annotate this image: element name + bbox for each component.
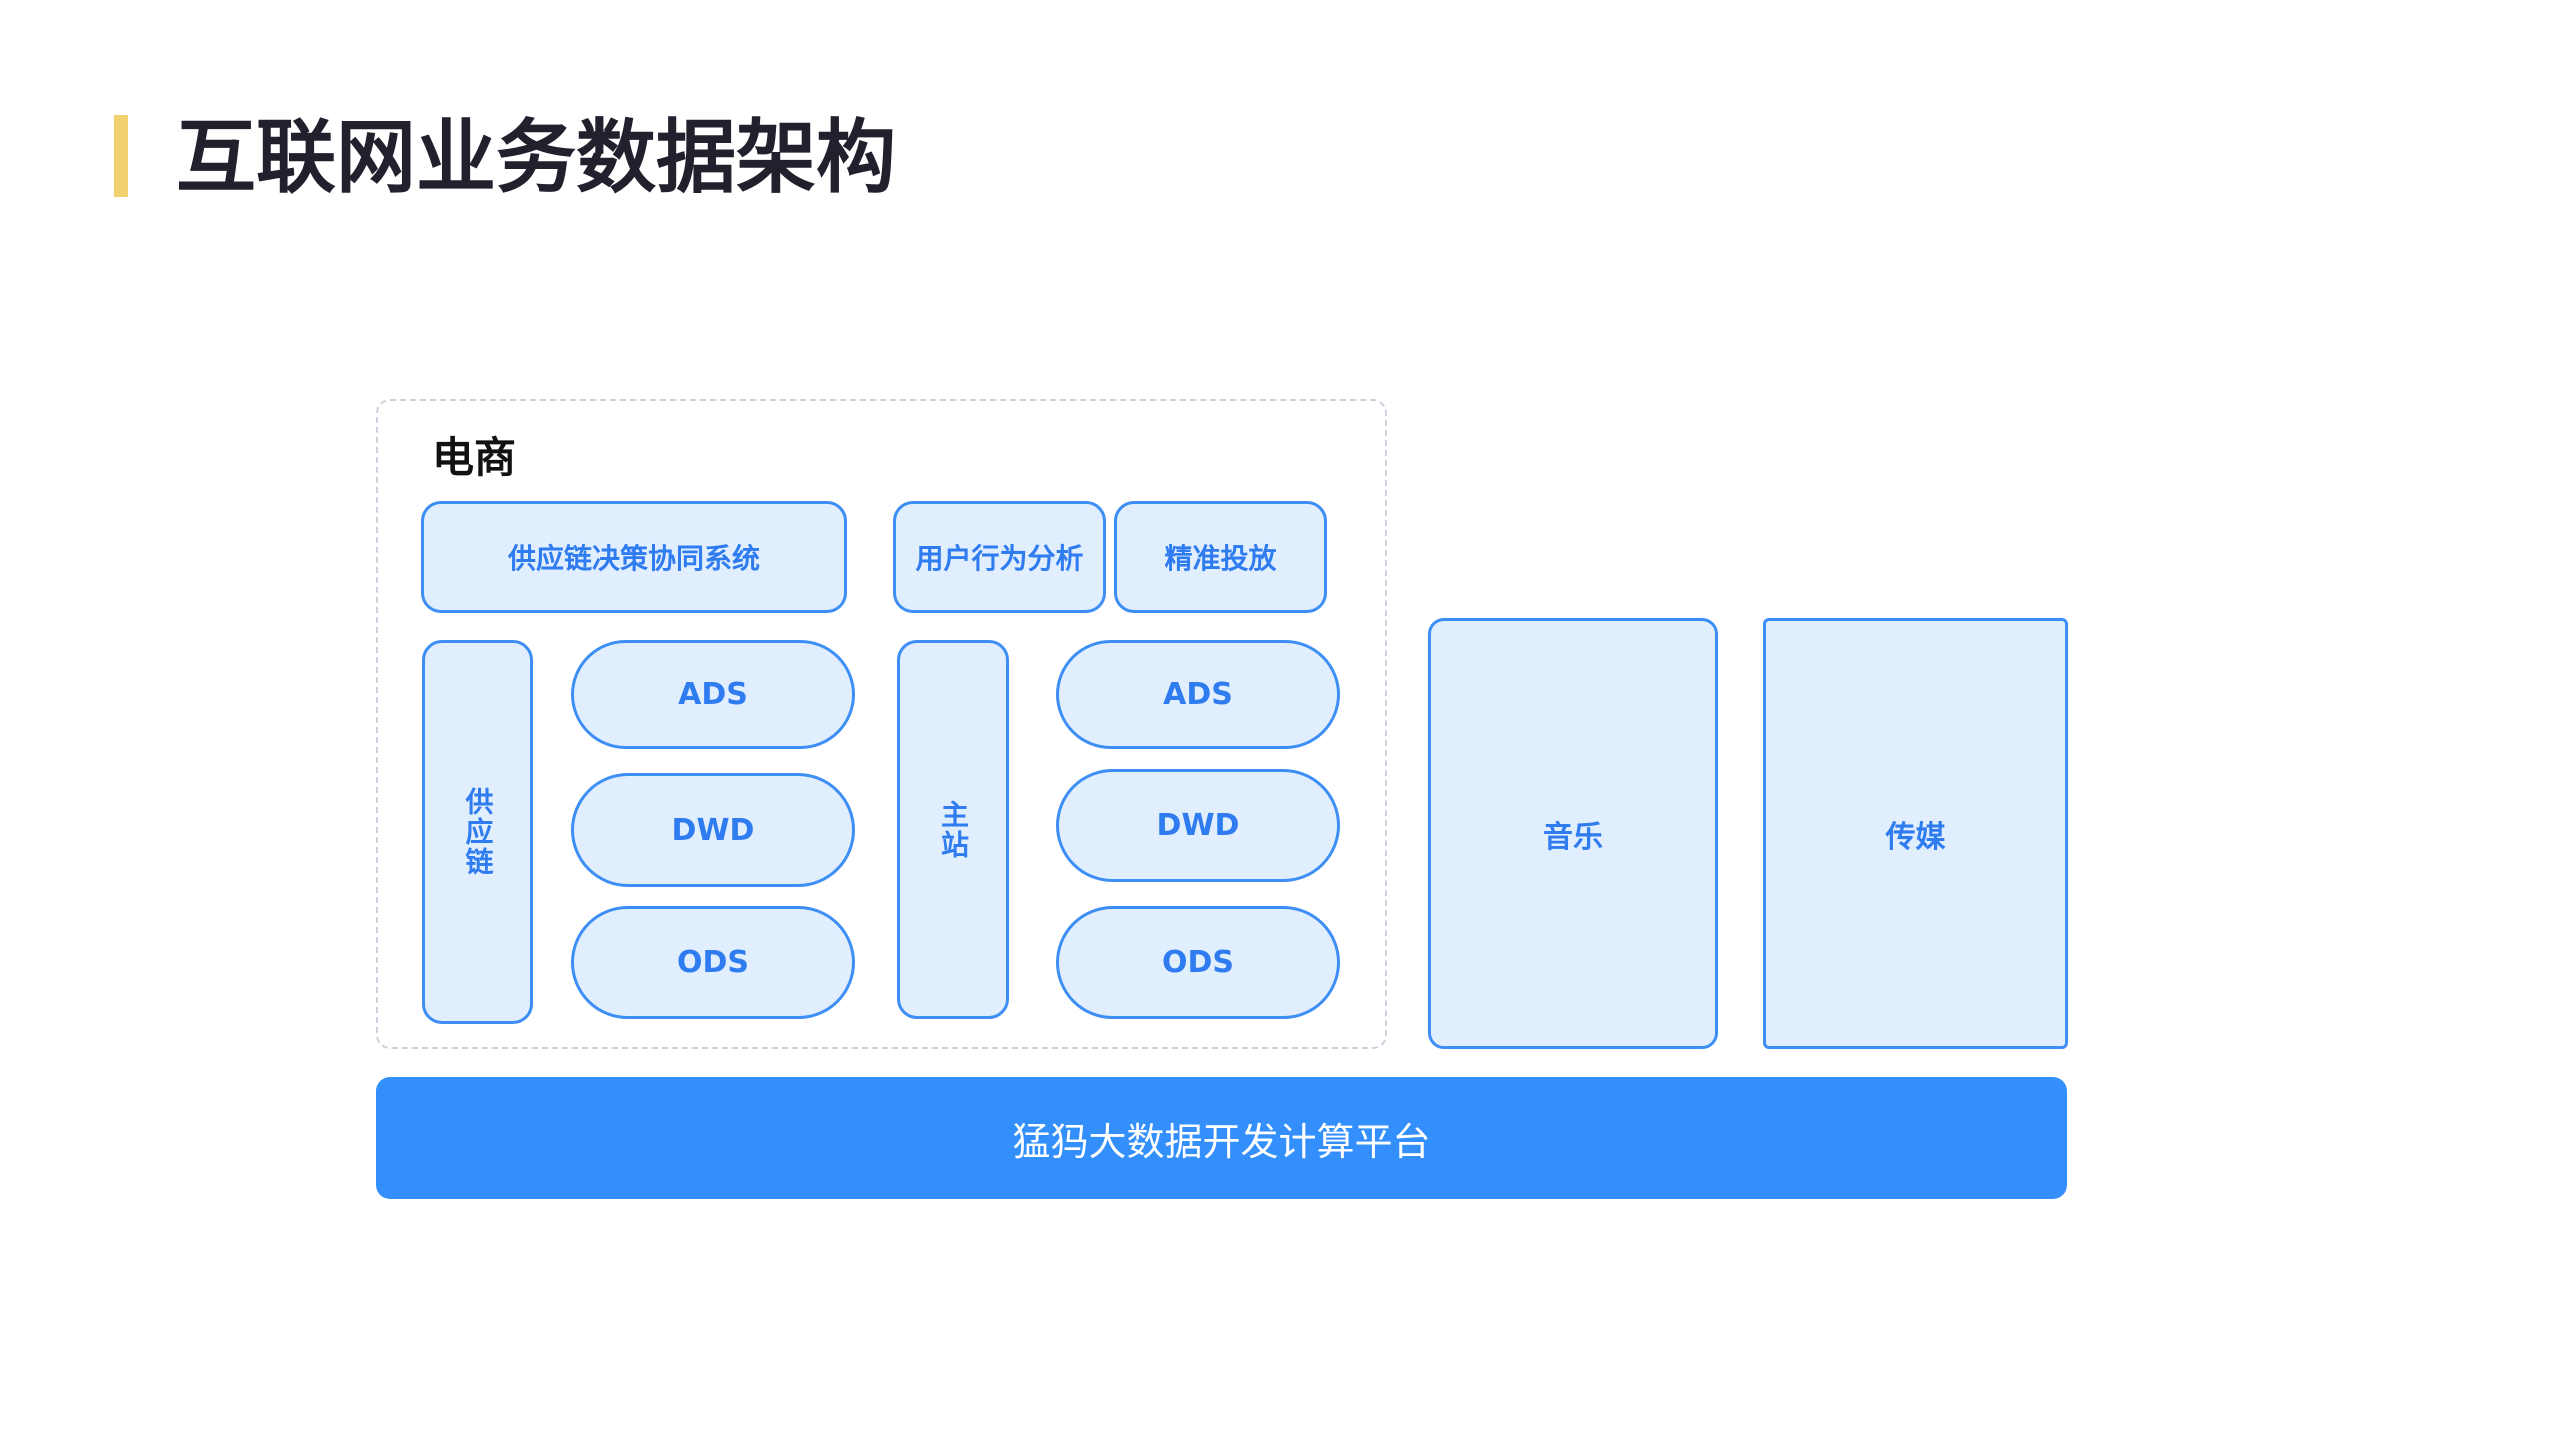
domain-label: 供应链 [461,787,495,877]
domain-main-site[interactable]: 主站 [897,640,1009,1019]
app-label: 用户行为分析 [915,542,1084,575]
main-site-layer-ods[interactable]: ODS [1056,906,1340,1019]
supply-chain-layer-ads[interactable]: ADS [571,640,855,749]
business-label: 音乐 [1543,819,1603,855]
supply-chain-layer-dwd[interactable]: DWD [571,773,855,887]
layer-label: ODS [676,945,749,980]
app-label: 精准投放 [1164,542,1277,575]
ecommerce-group-label: 电商 [432,433,517,482]
layer-label: DWD [1156,808,1240,843]
business-media[interactable]: 传媒 [1763,618,2068,1049]
platform-bar[interactable]: 猛犸大数据开发计算平台 [376,1077,2067,1199]
main-site-layer-ads[interactable]: ADS [1056,640,1340,749]
title-accent-bar [114,115,128,197]
layer-label: ODS [1161,945,1234,980]
business-music[interactable]: 音乐 [1428,618,1718,1049]
layer-label: ADS [678,677,748,712]
domain-supply-chain[interactable]: 供应链 [422,640,533,1024]
main-site-layer-dwd[interactable]: DWD [1056,769,1340,882]
app-precise-targeting[interactable]: 精准投放 [1114,501,1327,613]
layer-label: DWD [671,812,755,848]
supply-chain-layer-ods[interactable]: ODS [571,906,855,1019]
page-title: 互联网业务数据架构 [176,111,896,204]
app-supply-chain-decision-system[interactable]: 供应链决策协同系统 [421,501,847,613]
app-label: 供应链决策协同系统 [507,542,760,575]
layer-label: ADS [1163,677,1233,712]
app-user-behavior-analysis[interactable]: 用户行为分析 [893,501,1106,613]
domain-label: 主站 [937,799,970,860]
business-label: 传媒 [1885,819,1946,855]
platform-label: 猛犸大数据开发计算平台 [1012,1119,1431,1164]
